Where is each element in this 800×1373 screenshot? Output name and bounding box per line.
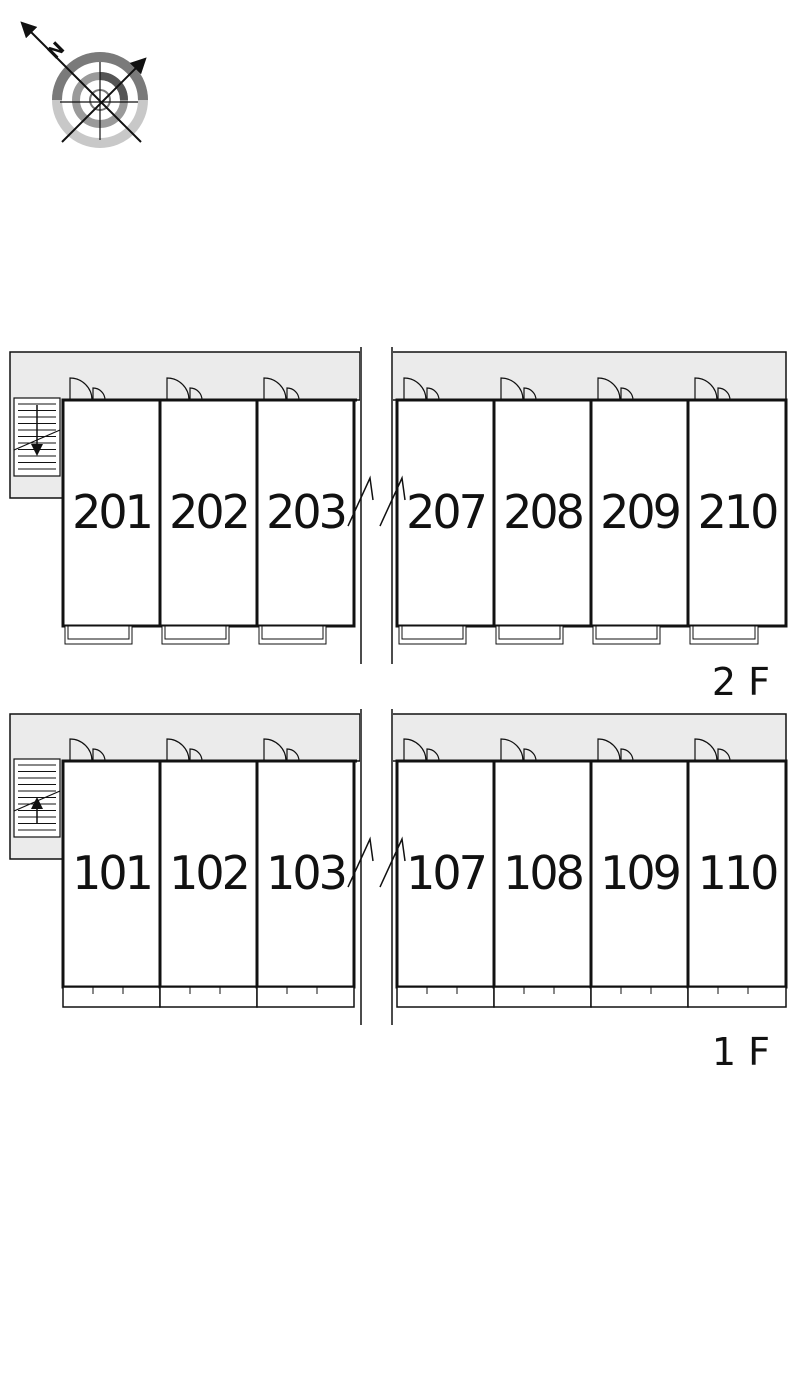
balcony (590, 986, 689, 1008)
door-icon (263, 377, 287, 401)
staircase (13, 758, 61, 838)
door-icon (263, 738, 287, 762)
balcony (495, 625, 564, 645)
door-icon (500, 377, 524, 401)
floor-label: 1 F (712, 1030, 770, 1074)
room-110: 110 (686, 738, 788, 1008)
room-number: 110 (698, 846, 778, 900)
room-number: 209 (600, 485, 680, 539)
room-number: 109 (600, 846, 680, 900)
door-icon (69, 738, 93, 762)
room-number: 201 (72, 485, 151, 539)
room-109: 109 (589, 738, 690, 1008)
balcony (64, 625, 133, 645)
balcony (159, 986, 258, 1008)
balcony (398, 625, 467, 645)
room-number: 207 (406, 485, 485, 539)
room-201: 201 (61, 377, 162, 645)
floor-label: 2 F (712, 660, 770, 704)
room-209: 209 (589, 377, 690, 645)
break-line (347, 709, 406, 1029)
staircase (13, 397, 61, 477)
room-number: 102 (169, 846, 248, 900)
door-icon (166, 377, 190, 401)
break-line (347, 347, 406, 667)
door-icon (166, 738, 190, 762)
floor-2: 201 202 203 207 208 209 210 2 F (9, 347, 788, 704)
door-icon (500, 738, 524, 762)
room-202: 202 (158, 377, 259, 645)
balcony (592, 625, 661, 645)
room-102: 102 (158, 738, 259, 1008)
room-number: 202 (169, 485, 248, 539)
room-number: 203 (266, 485, 345, 539)
room-108: 108 (492, 738, 593, 1008)
balcony (687, 986, 787, 1008)
floor-1: 101 102 103 107 108 109 110 1 F (9, 709, 788, 1074)
room-101: 101 (61, 738, 162, 1008)
balcony (62, 986, 161, 1008)
door-icon (694, 738, 718, 762)
balcony (258, 625, 327, 645)
door-icon (403, 377, 427, 401)
door-icon (597, 738, 621, 762)
room-number: 103 (266, 846, 345, 900)
room-208: 208 (492, 377, 593, 645)
door-icon (403, 738, 427, 762)
balcony (161, 625, 230, 645)
balcony (689, 625, 759, 645)
room-number: 101 (72, 846, 151, 900)
room-103: 103 (255, 738, 356, 1008)
balcony (256, 986, 355, 1008)
balcony (493, 986, 592, 1008)
compass-rose-icon: N (20, 21, 148, 148)
north-letter: N (44, 38, 70, 64)
room-number: 107 (406, 846, 485, 900)
door-icon (694, 377, 718, 401)
room-107: 107 (395, 738, 496, 1008)
room-number: 108 (503, 846, 583, 900)
room-number: 208 (503, 485, 583, 539)
room-203: 203 (255, 377, 356, 645)
room-210: 210 (686, 377, 788, 645)
door-icon (597, 377, 621, 401)
door-icon (69, 377, 93, 401)
room-number: 210 (698, 485, 778, 539)
room-207: 207 (395, 377, 496, 645)
balcony (396, 986, 495, 1008)
